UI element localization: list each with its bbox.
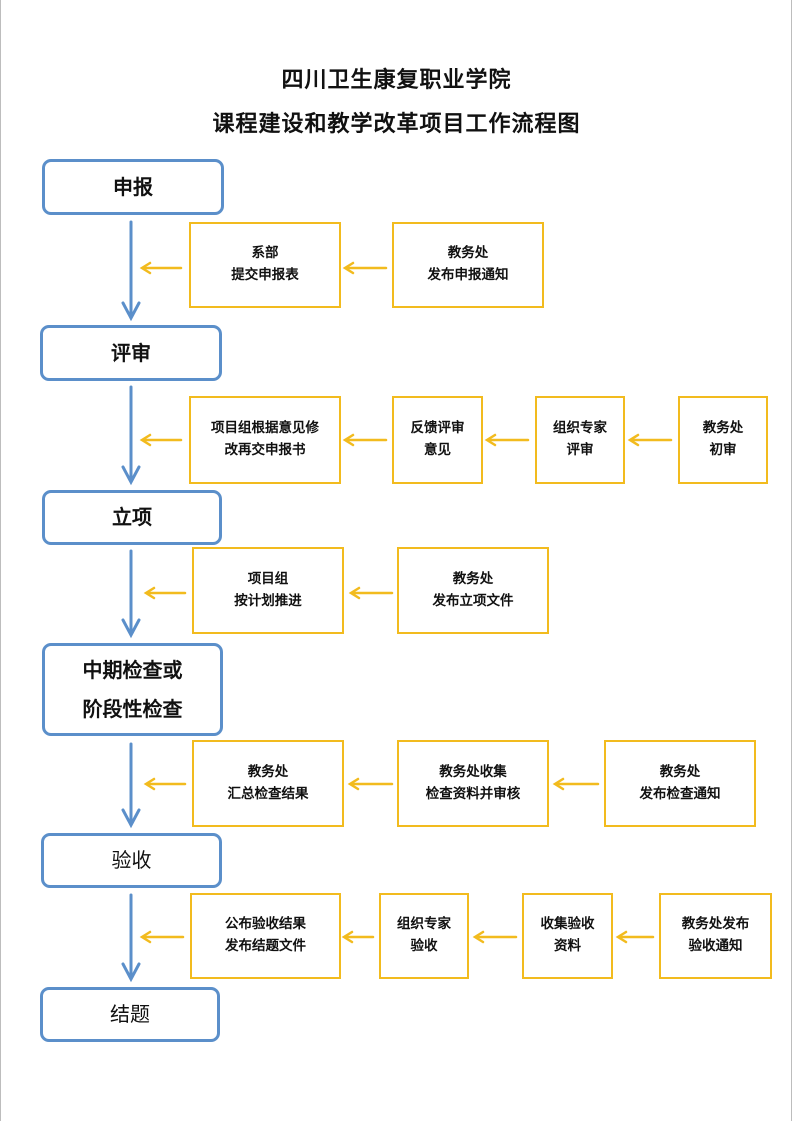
note-dept-submit-form: 系部 提交申报表 [189,222,341,308]
note-expert-acceptance: 组织专家 验收 [379,893,469,979]
note-line: 组织专家 [397,916,451,933]
left-arrow-head-r4b [347,777,360,791]
note-line: 项目组 [247,570,289,587]
note-line: 初审 [709,442,737,458]
note-collect-acceptance-materials: 收集验收 资料 [522,893,613,979]
note-line: 资料 [554,938,581,954]
step-review: 评审 [40,325,222,381]
note-line: 改再交申报书 [224,442,306,458]
left-arrow-head-r5a [139,930,152,944]
down-arrow-head-3 [121,618,141,639]
note-line: 验收通知 [688,938,743,954]
note-line: 反馈评审 [410,420,465,437]
left-arrow-head-r5c [472,930,485,944]
note-line: 组织专家 [553,420,607,437]
step-apply-label: 申报 [113,174,153,199]
left-arrow-head-r2a [139,433,152,447]
note-summarize-check-results: 教务处 汇总检查结果 [192,740,344,827]
step-completion: 结题 [40,987,220,1042]
left-arrow-head-r2c [484,433,497,447]
note-publish-results: 公布验收结果 发布结题文件 [190,893,341,979]
note-line: 验收 [410,938,438,954]
note-line: 项目组根据意见修 [211,420,319,437]
note-line: 汇总检查结果 [227,785,309,802]
note-line: 发布检查通知 [639,785,721,802]
left-arrow-head-r5d [615,930,628,944]
step-acceptance-label: 验收 [111,848,152,872]
note-expert-review: 组织专家 评审 [535,396,625,484]
step-approve-label: 立项 [112,505,152,529]
left-arrow-head-r4c [552,777,565,791]
note-project-team-progress: 项目组 按计划推进 [192,547,344,634]
step-completion-label: 结题 [110,1002,150,1026]
note-line: 公布验收结果 [225,916,306,933]
note-line: 收集验收 [540,916,595,933]
left-arrow-head-r1a [139,261,152,275]
left-arrow-head-r2b [342,433,355,447]
note-line: 教务处发布 [681,916,750,933]
left-arrow-head-r3a [143,586,156,600]
step-review-label: 评审 [111,340,151,365]
note-collect-check-materials: 教务处收集 检查资料并审核 [397,740,549,827]
note-line: 教务处 [247,763,289,780]
note-line: 教务处 [452,570,494,587]
title-line-2: 课程建设和教学改革项目工作流程图 [212,112,581,137]
left-arrow-head-r4a [143,777,156,791]
left-arrow-head-r2d [627,433,640,447]
note-initial-review: 教务处 初审 [678,396,768,484]
note-line: 按计划推进 [234,592,302,609]
note-line: 检查资料并审核 [425,785,521,802]
note-issue-check-notice: 教务处 发布检查通知 [604,740,756,827]
left-arrow-head-r1b [342,261,355,275]
note-line: 意见 [424,442,451,458]
note-line: 评审 [566,442,594,458]
note-line: 教务处 [659,763,701,780]
note-issue-approval-doc: 教务处 发布立项文件 [397,547,549,634]
note-issue-acceptance-notice: 教务处发布 验收通知 [659,893,772,979]
step-midterm-check-line-1: 中期检查或 [82,657,183,682]
down-arrow-head-2 [121,465,141,486]
note-line: 教务处 [447,245,489,262]
note-line: 提交申报表 [231,267,299,283]
note-feedback-opinion: 反馈评审 意见 [392,396,483,484]
left-arrow-head-r3b [348,586,361,600]
title-line-1: 四川卫生康复职业学院 [281,68,512,93]
step-apply: 申报 [42,159,224,215]
note-line: 发布立项文件 [432,592,514,609]
note-line: 发布结题文件 [225,938,306,954]
down-arrow-head-1 [121,301,141,322]
note-line: 发布申报通知 [427,267,509,283]
step-acceptance: 验收 [41,833,222,888]
down-arrow-head-4 [121,808,141,829]
note-revise-resubmit: 项目组根据意见修 改再交申报书 [189,396,341,484]
note-issue-apply-notice: 教务处 发布申报通知 [392,222,544,308]
note-line: 系部 [251,245,279,262]
step-midterm-check: 中期检查或 阶段性检查 [42,643,223,736]
note-line: 教务处 [702,420,744,437]
step-approve: 立项 [42,490,222,545]
note-line: 教务处收集 [439,763,507,780]
down-arrow-head-5 [121,962,141,983]
left-arrow-head-r5b [341,930,354,944]
step-midterm-check-line-2: 阶段性检查 [82,696,183,721]
